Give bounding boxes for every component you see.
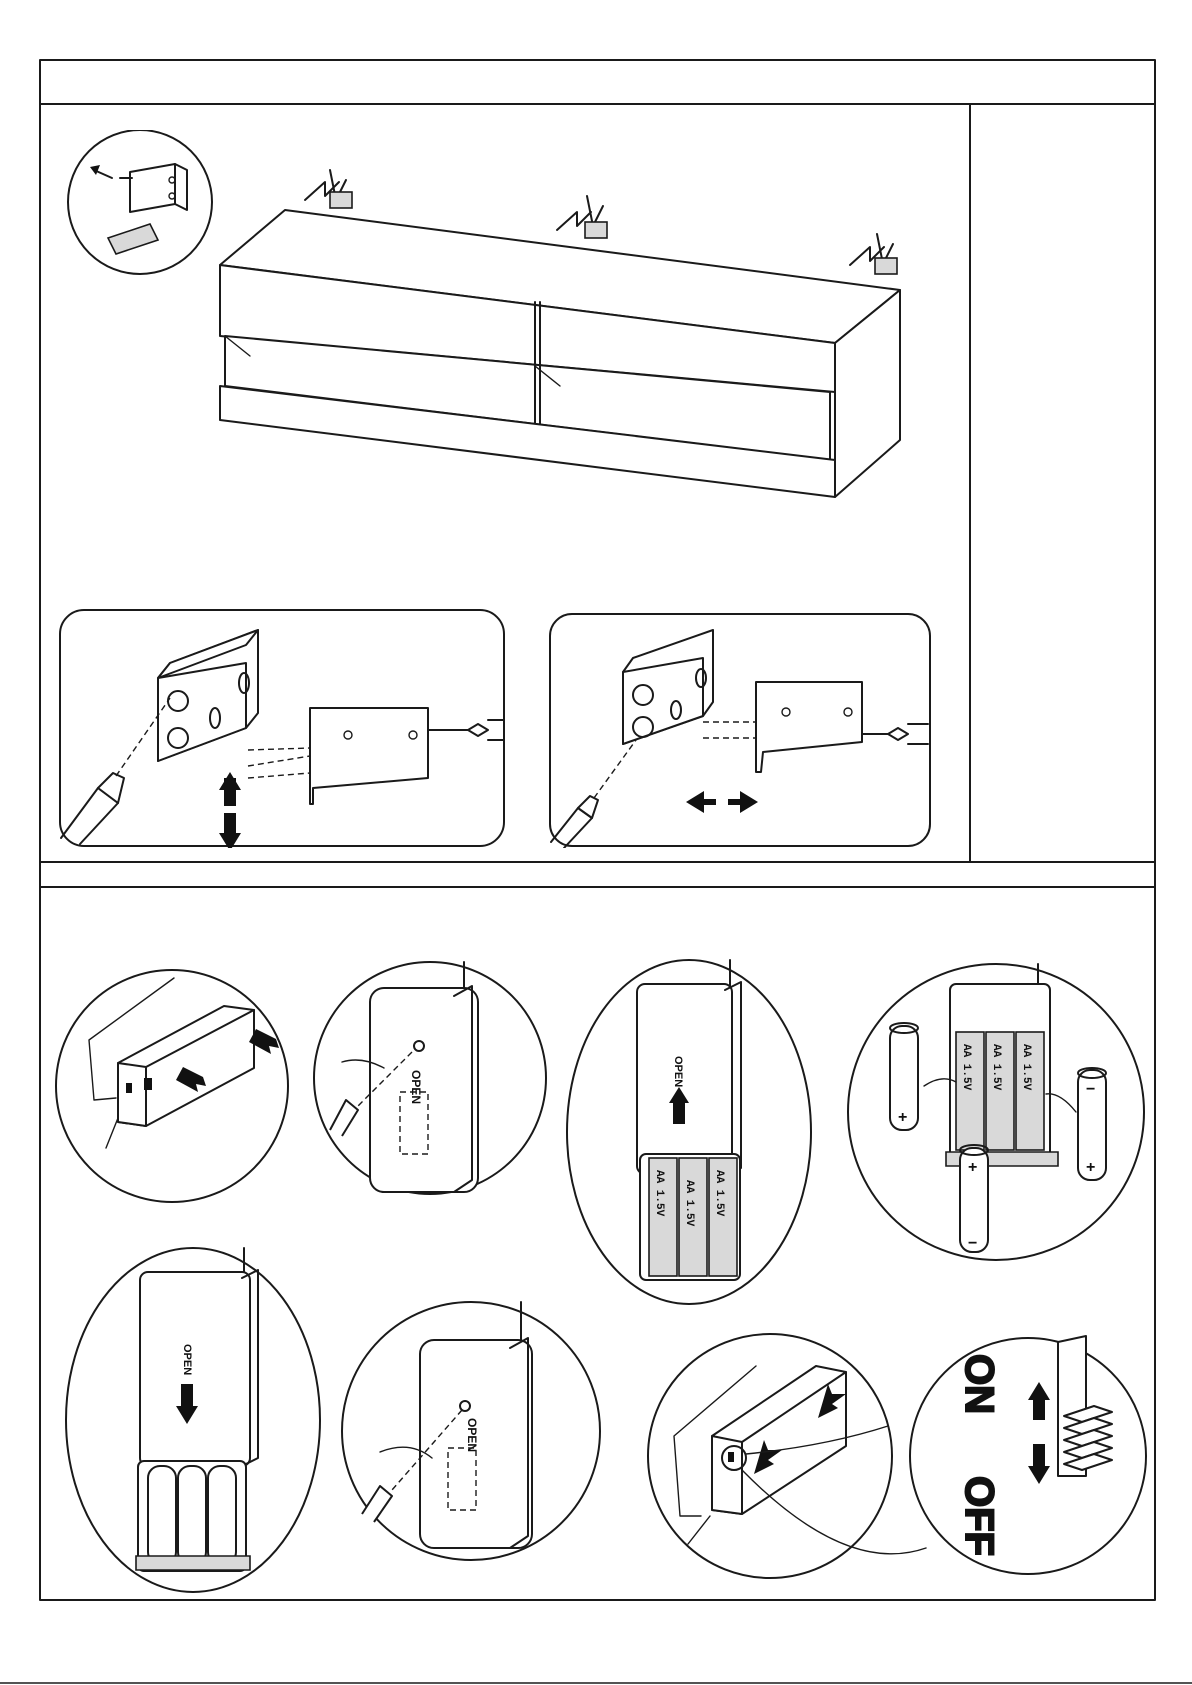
hanger-marker-middle	[557, 196, 607, 238]
hanger-box	[158, 630, 258, 761]
switch-off-label: OFF	[957, 1476, 1001, 1556]
open-label: OPEN	[672, 1056, 684, 1087]
arrow-up-icon	[1028, 1382, 1050, 1400]
hanger-detail-circle	[68, 130, 212, 274]
hanger-box	[623, 630, 713, 744]
step-insert-box-switch: ON OFF	[646, 1326, 1148, 1590]
horizontal-adjustment-panel	[548, 612, 932, 848]
battery-right: + −	[1078, 1068, 1106, 1180]
open-label: OPEN	[409, 1070, 423, 1104]
switch-on-label: ON	[957, 1354, 1001, 1414]
battery-bottom: + −	[960, 1145, 988, 1252]
hanger-marker-left	[305, 170, 352, 208]
step-screw-lid: OPEN	[340, 1300, 602, 1562]
plus-sign: +	[1086, 1159, 1095, 1176]
wall-plate	[248, 708, 504, 804]
screwdriver-icon	[551, 740, 636, 848]
open-label: OPEN	[181, 1344, 193, 1375]
arrow-left-icon	[686, 791, 716, 813]
tv-unit-illustration	[60, 130, 960, 530]
step-close-lid: OPEN	[64, 1246, 322, 1594]
battery-left: +	[890, 1023, 918, 1130]
step-remove-box	[54, 968, 290, 1204]
plus-sign: +	[968, 1159, 977, 1176]
screwdriver-icon	[61, 698, 170, 844]
minus-sign: −	[968, 1235, 977, 1252]
wall-plate	[703, 682, 928, 772]
arrow-down-icon	[1028, 1466, 1050, 1484]
vertical-adjustment-panel	[58, 608, 508, 848]
cell-label: AA 1.5V	[960, 1044, 972, 1091]
arrow-left-icon	[90, 165, 100, 175]
cell-label: AA 1.5V	[653, 1170, 665, 1217]
minus-sign: −	[1086, 1081, 1095, 1098]
cell-label: AA 1.5V	[683, 1180, 695, 1227]
plus-sign: +	[898, 1109, 907, 1126]
cell-label: AA 1.5V	[990, 1044, 1002, 1091]
hanger-marker-right	[850, 234, 897, 274]
step-unscrew-lid: OPEN	[312, 960, 548, 1196]
open-label: OPEN	[465, 1418, 479, 1452]
switch-detail: ON OFF	[957, 1336, 1112, 1556]
arrow-right-icon	[728, 791, 758, 813]
step-insert-batteries: AA 1.5V AA 1.5V AA 1.5V + + − + −	[846, 962, 1146, 1262]
step-slide-lid: OPEN AA 1.5V AA 1.5V AA 1.5V	[565, 958, 813, 1308]
cell-label: AA 1.5V	[713, 1170, 725, 1217]
cell-label: AA 1.5V	[1020, 1044, 1032, 1091]
tv-cabinet	[220, 210, 900, 497]
